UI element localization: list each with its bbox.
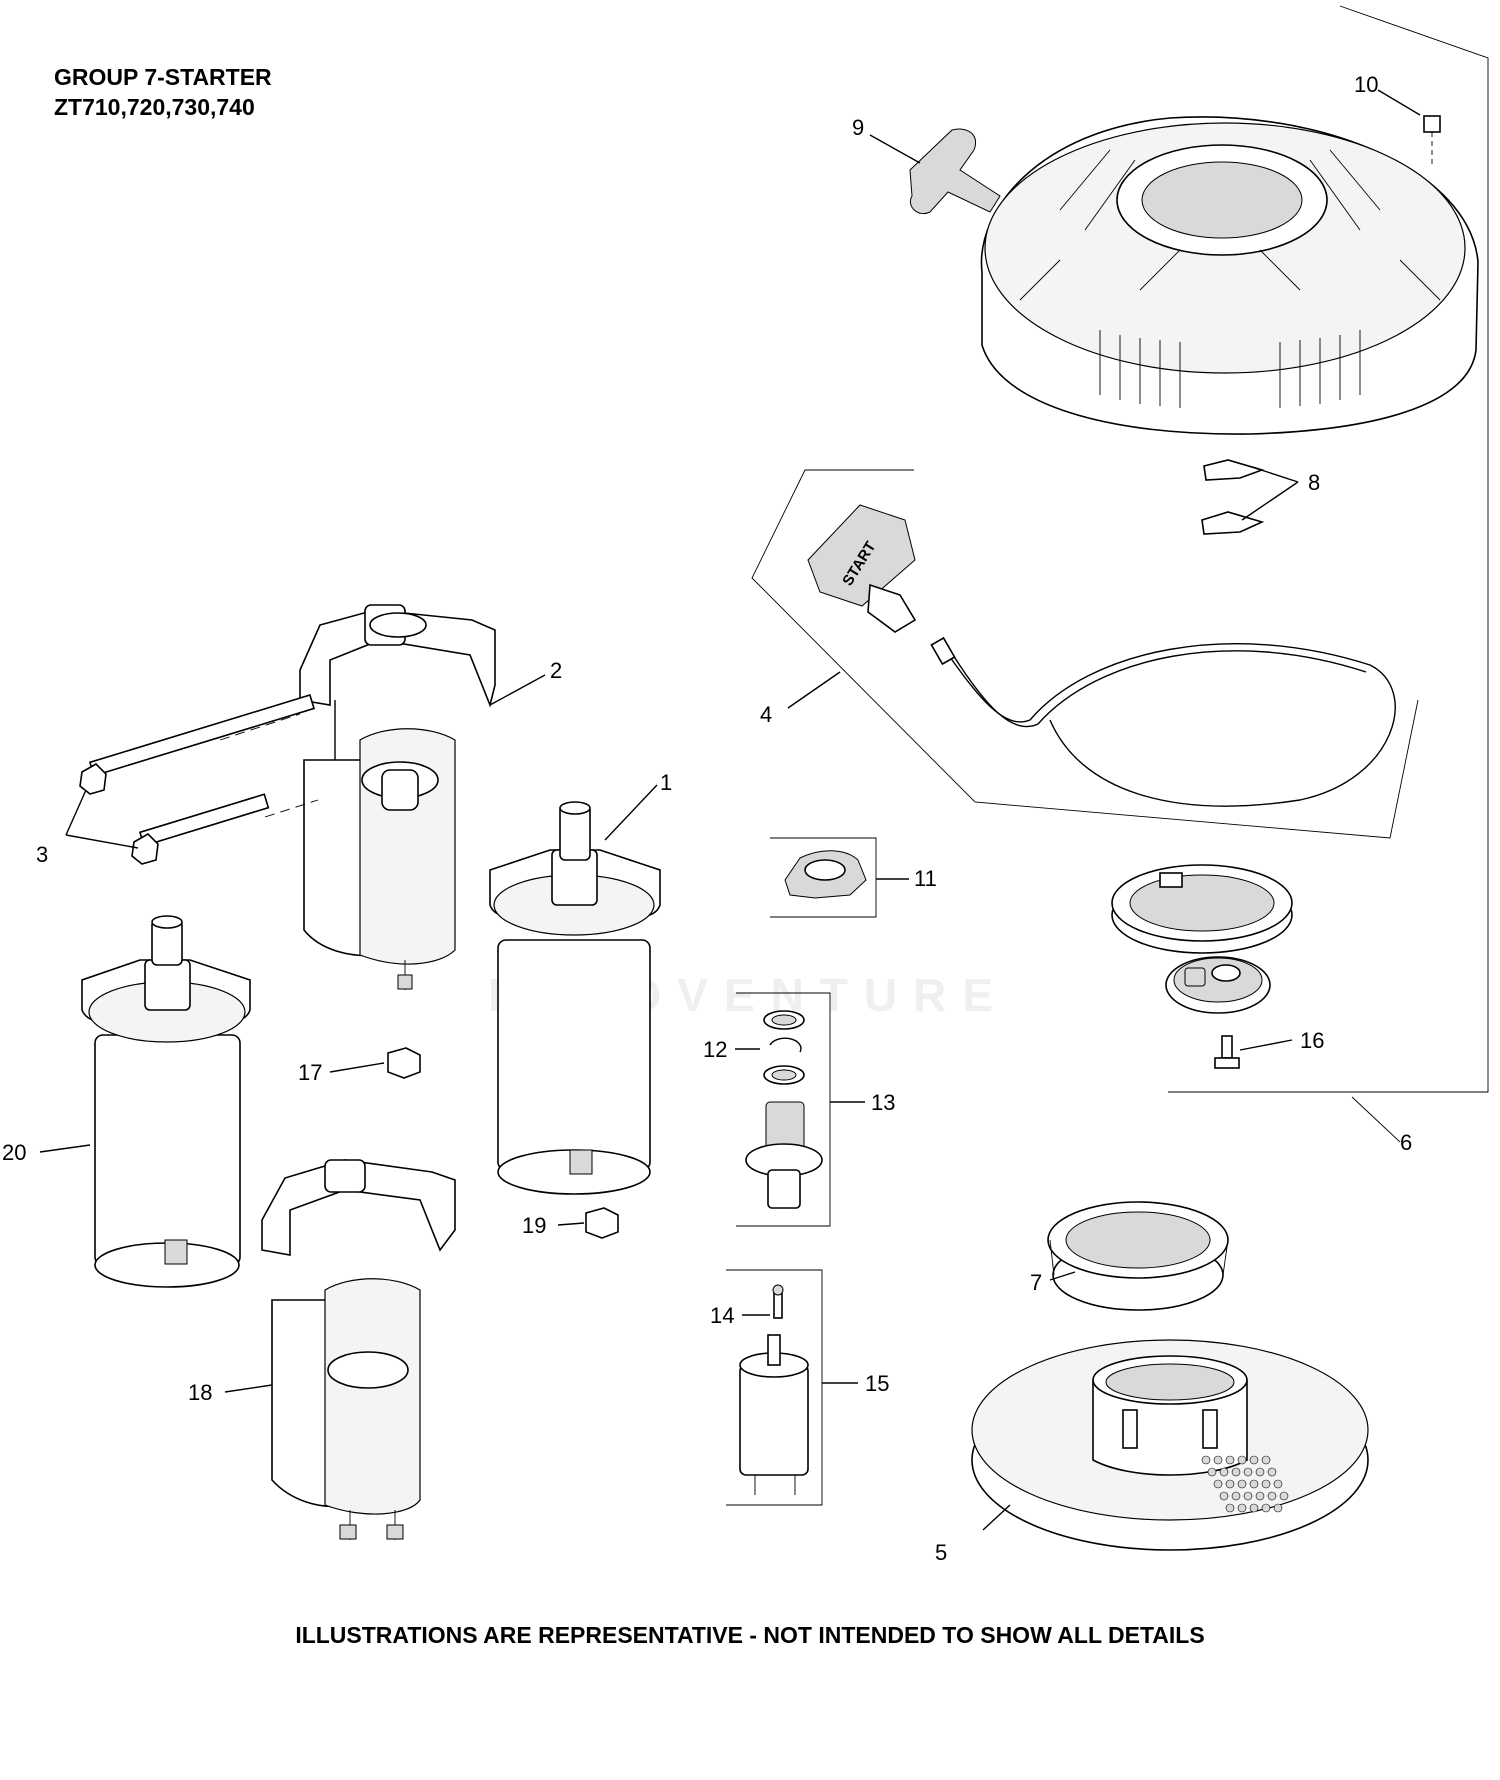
callout-12: 12 [703, 1037, 727, 1062]
recoil-pulley-assembly [1111, 864, 1293, 1069]
title-line-1: GROUP 7-STARTER [54, 64, 272, 90]
callout-20: 20 [2, 1140, 26, 1165]
callout-8: 8 [1308, 470, 1320, 495]
disclaimer-footer: ILLUSTRATIONS ARE REPRESENTATIVE - NOT I… [295, 1622, 1205, 1648]
group-11-bracket [770, 837, 877, 918]
callout-15: 15 [865, 1371, 889, 1396]
callout-17: 17 [298, 1060, 322, 1085]
group-6-bracket [1168, 5, 1489, 1143]
callouts: 1 2 3 4 5 6 7 8 9 10 11 12 13 14 15 16 1… [2, 72, 1412, 1565]
callout-16: 16 [1300, 1028, 1324, 1053]
callout-2: 2 [550, 658, 562, 683]
diagram-title: GROUP 7-STARTER ZT710,720,730,740 [54, 62, 272, 122]
callout-13: 13 [871, 1090, 895, 1115]
pulley-cup [1047, 1201, 1229, 1311]
drive-retainer [784, 850, 867, 899]
group-15-bracket [726, 1269, 823, 1506]
starter-handle-and-rope: START [807, 504, 1396, 807]
flywheel-screen [971, 1339, 1369, 1551]
starter-motor-2 [299, 604, 496, 990]
starter-motor-1 [489, 801, 661, 1195]
callout-10: 10 [1354, 72, 1378, 97]
solenoid [739, 1284, 809, 1495]
leader-lines [39, 89, 1421, 1531]
title-line-2: ZT710,720,730,740 [54, 94, 255, 120]
callout-9: 9 [852, 115, 864, 140]
callout-7: 7 [1030, 1270, 1042, 1295]
nut-17 [387, 1047, 421, 1079]
callout-1: 1 [660, 770, 672, 795]
callout-5: 5 [935, 1540, 947, 1565]
pawl-clips [1201, 459, 1265, 535]
starter-motor-20 [81, 915, 251, 1288]
starter-motor-18 [261, 1159, 456, 1540]
nut-19 [585, 1207, 619, 1239]
callout-11: 11 [914, 866, 937, 891]
callout-4: 4 [760, 702, 772, 727]
callout-14: 14 [710, 1303, 734, 1328]
callout-19: 19 [522, 1213, 546, 1238]
mounting-bolts [79, 694, 319, 865]
recoil-starter-housing [909, 115, 1479, 435]
callout-6: 6 [1400, 1130, 1412, 1155]
callout-18: 18 [188, 1380, 212, 1405]
drive-assembly-parts [745, 1010, 823, 1209]
callout-3: 3 [36, 842, 48, 867]
group-13-bracket [736, 992, 831, 1227]
